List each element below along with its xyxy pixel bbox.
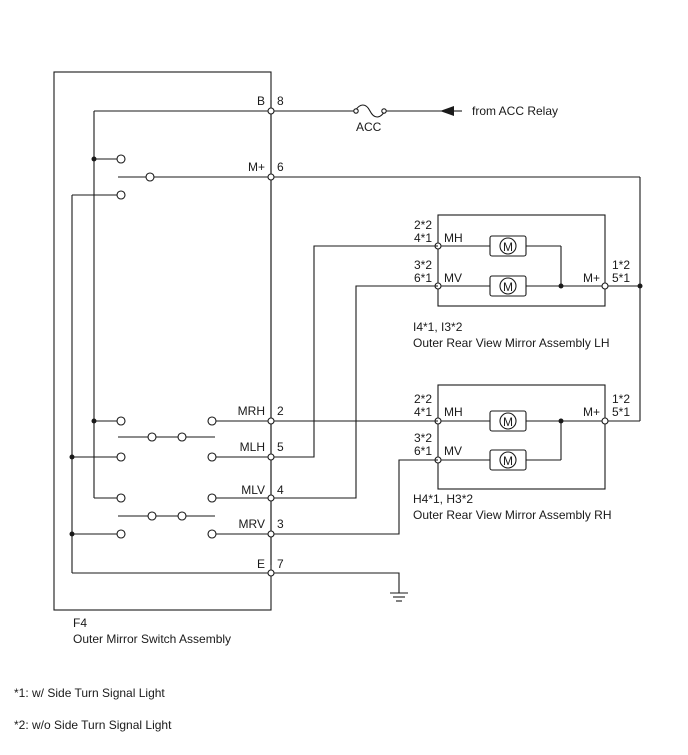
sw-top-contact-b <box>116 154 126 164</box>
sw-mid-contact-e <box>116 452 126 462</box>
mirror-lh-mplus-pin-b: 5*1 <box>612 271 630 285</box>
terminal-pin-5 <box>267 453 275 461</box>
pin-b-label: B <box>257 94 265 108</box>
pin-mrh-number: 2 <box>277 404 284 418</box>
switch-assembly-code: F4 <box>73 616 87 630</box>
sw-mid-contact-c2 <box>177 432 187 442</box>
terminal-pin-2 <box>267 417 275 425</box>
mirror-lh-mv-label: MV <box>444 271 462 285</box>
wire-mlv <box>271 285 438 499</box>
svg-text:M: M <box>503 240 513 254</box>
sw-mid-contact-c1 <box>147 432 157 442</box>
fuse-label: ACC <box>356 120 382 134</box>
junction-mplus <box>637 283 643 289</box>
pin-mlv-label: MLV <box>241 483 265 497</box>
mirror-rh-mv-pin-b: 6*1 <box>414 444 432 458</box>
sw-top-contact-e <box>116 190 126 200</box>
sw-mid-contact-mrh <box>207 416 217 426</box>
mirror-rh-mplus-label: M+ <box>583 405 600 419</box>
svg-text:M: M <box>503 454 513 468</box>
mirror-rh-terminal-mplus <box>601 417 609 425</box>
svg-text:M: M <box>503 415 513 429</box>
svg-text:M: M <box>503 280 513 294</box>
fuse-end-left <box>353 108 359 114</box>
fuse-icon <box>354 104 386 118</box>
junction-e-low <box>69 531 75 537</box>
pin-mlh-number: 5 <box>277 440 284 454</box>
mirror-lh-mv-pin-b: 6*1 <box>414 271 432 285</box>
wire-mrv <box>271 459 438 535</box>
pin-mrv-label: MRV <box>239 517 265 531</box>
pin-e-number: 7 <box>277 557 284 571</box>
pin-mrh-label: MRH <box>238 404 265 418</box>
arrow-icon <box>440 106 454 116</box>
sw-mid-contact-mlh <box>207 452 217 462</box>
sw-mid-contact-b <box>116 416 126 426</box>
mirror-rh-mh-pin-b: 4*1 <box>414 405 432 419</box>
mirror-lh-junction <box>558 283 564 289</box>
mirror-rh-motor-mv: M <box>489 449 527 471</box>
note-2: *2: w/o Side Turn Signal Light <box>14 718 172 732</box>
ground-icon <box>390 592 408 602</box>
terminal-pin-6 <box>267 173 275 181</box>
junction-b-mid <box>91 418 97 424</box>
mirror-lh-motor-mv: M <box>489 275 527 297</box>
fuse-end-right <box>381 108 387 114</box>
mirror-rh-mv-pin-a: 3*2 <box>414 431 432 445</box>
pin-mrv-number: 3 <box>277 517 284 531</box>
mirror-rh-junction <box>558 418 564 424</box>
wire-ground <box>271 572 400 593</box>
terminal-pin-4 <box>267 494 275 502</box>
pin-e-label: E <box>257 557 265 571</box>
mirror-rh-mh-label: MH <box>444 405 463 419</box>
mirror-rh-name: Outer Rear View Mirror Assembly RH <box>413 508 612 522</box>
junction-b-top <box>91 156 97 162</box>
mirror-rh-mv-label: MV <box>444 444 462 458</box>
mirror-rh-motor-mh: M <box>489 410 527 432</box>
switch-assembly-name: Outer Mirror Switch Assembly <box>73 632 231 646</box>
wire-mlh <box>271 245 438 458</box>
mirror-rh-codes: H4*1, H3*2 <box>413 492 473 506</box>
mirror-lh-mv-pin-a: 3*2 <box>414 258 432 272</box>
sw-low-contact-e <box>116 529 126 539</box>
pin-mplus-number: 6 <box>277 160 284 174</box>
mirror-lh-box <box>437 214 606 307</box>
junction-e-mid <box>69 454 75 460</box>
mirror-lh-name: Outer Rear View Mirror Assembly LH <box>413 336 610 350</box>
sw-top-contact-common <box>145 172 155 182</box>
sw-low-contact-c2 <box>177 511 187 521</box>
mirror-lh-mh-label: MH <box>444 231 463 245</box>
mirror-lh-mh-pin-a: 2*2 <box>414 218 432 232</box>
mirror-rh-mh-pin-a: 2*2 <box>414 392 432 406</box>
terminal-pin-7 <box>267 569 275 577</box>
sw-low-contact-mrv <box>207 529 217 539</box>
pin-mlv-number: 4 <box>277 483 284 497</box>
sw-low-contact-b <box>116 493 126 503</box>
pin-mplus-label: M+ <box>248 160 265 174</box>
mirror-lh-mh-pin-b: 4*1 <box>414 231 432 245</box>
pin-b-number: 8 <box>277 94 284 108</box>
mirror-lh-codes: I4*1, I3*2 <box>413 320 463 334</box>
mirror-lh-terminal-mplus <box>601 282 609 290</box>
terminal-pin-8 <box>267 107 275 115</box>
mirror-lh-motor-mh: M <box>489 235 527 257</box>
power-source-label: from ACC Relay <box>472 104 558 118</box>
pin-mlh-label: MLH <box>240 440 265 454</box>
mirror-rh-box <box>437 384 606 490</box>
mirror-lh-mplus-pin-a: 1*2 <box>612 258 630 272</box>
mirror-lh-mplus-label: M+ <box>583 271 600 285</box>
sw-low-contact-c1 <box>147 511 157 521</box>
sw-low-contact-mlv <box>207 493 217 503</box>
mirror-rh-mplus-pin-b: 5*1 <box>612 405 630 419</box>
mirror-rh-mplus-pin-a: 1*2 <box>612 392 630 406</box>
terminal-pin-3 <box>267 530 275 538</box>
note-1: *1: w/ Side Turn Signal Light <box>14 686 165 700</box>
